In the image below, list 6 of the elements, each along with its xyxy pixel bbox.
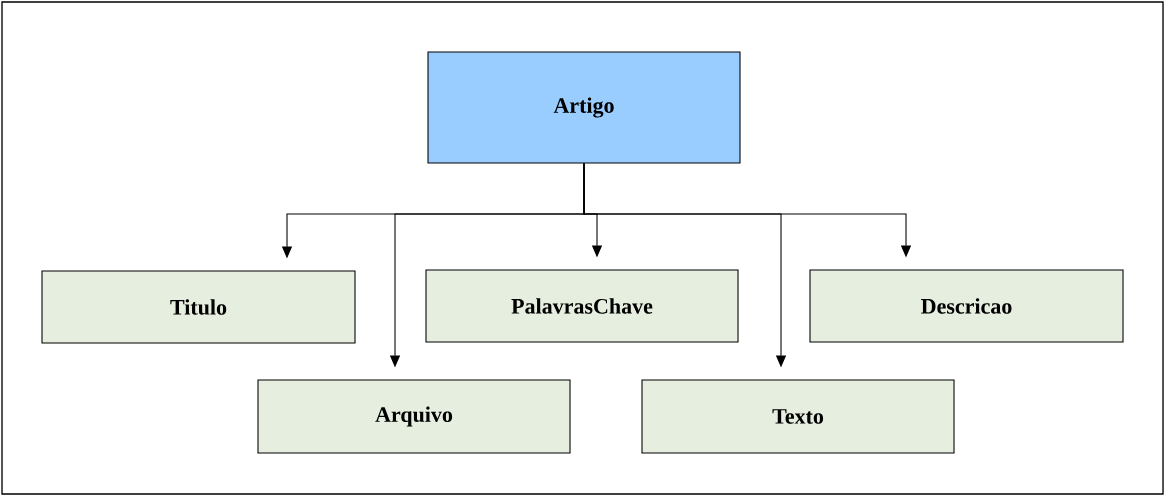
box: Titulo xyxy=(41,270,356,344)
box: Artigo xyxy=(427,51,741,164)
box: Descricao xyxy=(809,269,1124,343)
box: Arquivo xyxy=(257,379,571,454)
box: PalavrasChave xyxy=(425,269,739,343)
box: Texto xyxy=(641,379,955,454)
